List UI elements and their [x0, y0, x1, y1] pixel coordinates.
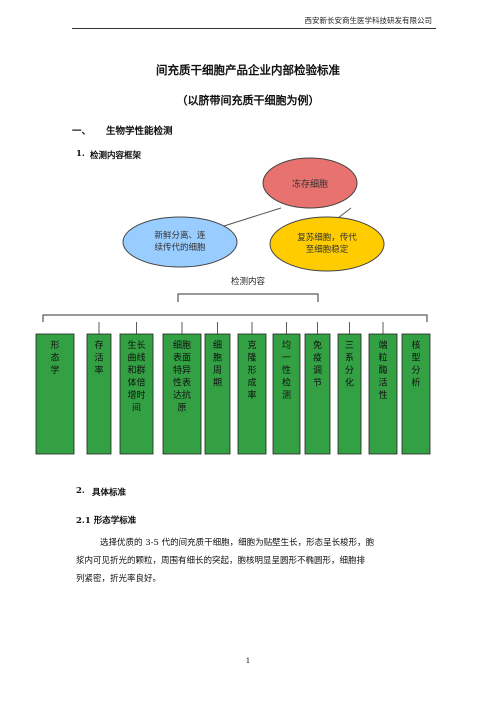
detection-item-box [304, 333, 331, 455]
section-1-title: 生物学性能检测 [106, 126, 173, 137]
bracket-upper [177, 293, 319, 302]
detection-item-2: 存活率 [86, 322, 112, 455]
detection-item-text: 性表 [173, 377, 191, 389]
detection-item-text: 率 [94, 364, 103, 376]
header-company: 西安新长安商生医学科技研发有限公司 [304, 16, 433, 25]
subsection-1-number: 1. [76, 149, 85, 159]
detection-item-text: 核 [411, 339, 420, 351]
detection-item-text: 学 [50, 364, 59, 376]
page-number: 1 [245, 656, 251, 665]
detection-item-text: 胞 [213, 352, 222, 364]
detection-item-box [204, 333, 231, 455]
subsection-2-title: 具体标准 [92, 488, 127, 498]
detection-item-text: 率 [247, 389, 256, 401]
detection-item-text: 一 [282, 354, 291, 364]
subsection-2-1-title: 2.1 形态学标准 [76, 516, 137, 526]
detection-item-text: 析 [411, 377, 420, 389]
detection-item-text: 表面 [173, 352, 191, 364]
node-revived-cells-line-1: 复苏细胞，传代 [297, 232, 357, 243]
detection-item-box [237, 333, 267, 455]
detection-item-text: 性 [378, 389, 387, 401]
detection-item-text: 系 [345, 353, 354, 364]
detection-item-box [272, 333, 301, 455]
paragraph-line-2: 浆内可见折光的颗粒，周围有细长的突起，胞核明显呈圆形不椭圆形，细胞排 [76, 556, 366, 566]
detection-item-text: 均 [282, 339, 291, 351]
detection-item-text: 曲线 [127, 352, 145, 364]
paragraph-line-1: 选择优质的 3-5 代的间充质干细胞，细胞为贴壁生长，形态呈长梭形，胞 [100, 538, 375, 548]
detection-item-text: 期 [213, 378, 222, 389]
detection-item-1: 形态学 [35, 333, 75, 455]
detection-item-text: 免 [313, 339, 322, 351]
header-rule [72, 28, 436, 29]
detection-item-text: 生长 [127, 339, 145, 351]
node-frozen-cells-label: 冻存细胞 [292, 178, 328, 190]
detection-item-text: 分 [411, 365, 420, 376]
node-fresh-cells: 新鲜分离、连 续传代的细胞 [122, 216, 238, 268]
detection-item-text: 酶 [378, 364, 387, 376]
detection-item-text: 增时 [127, 389, 145, 401]
detection-item-text: 体倍 [127, 377, 145, 389]
subsection-1-title: 检测内容框架 [90, 151, 142, 161]
detection-item-box [119, 333, 154, 455]
node-frozen-cells: 冻存细胞 [262, 157, 358, 209]
detection-item-box [162, 333, 202, 455]
detection-item-text: 隆 [247, 352, 256, 364]
detection-item-text: 端 [378, 339, 387, 351]
detection-item-text: 形 [247, 364, 256, 376]
detection-item-box [337, 333, 362, 455]
detection-item-text: 态 [50, 352, 59, 364]
detection-item-text: 检 [282, 377, 291, 389]
detection-item-text: 成 [247, 377, 256, 389]
node-revived-cells: 复苏细胞，传代 至细胞稳定 [269, 216, 385, 272]
subsection-2-number: 2. [76, 486, 85, 496]
node-revived-cells-line-2: 至细胞稳定 [306, 244, 349, 255]
detection-item-text: 间 [132, 402, 141, 414]
detection-item-box [35, 333, 75, 455]
detection-item-text: 活 [94, 352, 103, 364]
page-subtitle: （以脐带间充质干细胞为例） [176, 94, 320, 107]
detection-item-text: 特异 [173, 364, 191, 376]
detection-item-text: 节 [313, 378, 322, 389]
detection-content-label: 检测内容 [231, 276, 266, 287]
detection-item-text: 粒 [378, 352, 387, 364]
detection-item-text: 三 [345, 341, 354, 351]
detection-item-text: 存 [94, 339, 103, 351]
detection-item-text: 克 [247, 340, 256, 351]
detection-item-text: 分 [345, 365, 354, 376]
section-1-number: 一、 [72, 126, 92, 137]
detection-item-text: 形 [50, 339, 59, 351]
detection-item-text: 调 [313, 365, 322, 376]
detection-item-text: 测 [282, 390, 291, 401]
detection-item-text: 性 [282, 364, 291, 376]
detection-item-text: 疫 [313, 352, 322, 364]
detection-item-text: 细胞 [173, 339, 191, 351]
detection-item-text: 达抗 [173, 389, 191, 401]
detection-item-text: 原 [177, 403, 186, 414]
bracket-lower [42, 314, 428, 322]
detection-item-box [401, 333, 431, 455]
paragraph-line-3: 列紧密，折光率良好。 [76, 574, 162, 584]
node-fresh-cells-line-1: 新鲜分离、连 [154, 230, 206, 241]
detection-item-text: 型 [411, 353, 420, 364]
detection-item-box [86, 333, 112, 455]
detection-item-text: 细 [213, 339, 222, 351]
detection-item-text: 和群 [127, 364, 145, 376]
detection-item-text: 周 [213, 365, 222, 376]
page-title: 间充质干细胞产品企业内部检验标准 [156, 63, 340, 77]
node-fresh-cells-line-2: 续传代的细胞 [154, 242, 206, 253]
detection-item-text: 化 [345, 377, 354, 389]
detection-item-text: 活 [378, 377, 387, 389]
detection-item-box [368, 333, 398, 455]
